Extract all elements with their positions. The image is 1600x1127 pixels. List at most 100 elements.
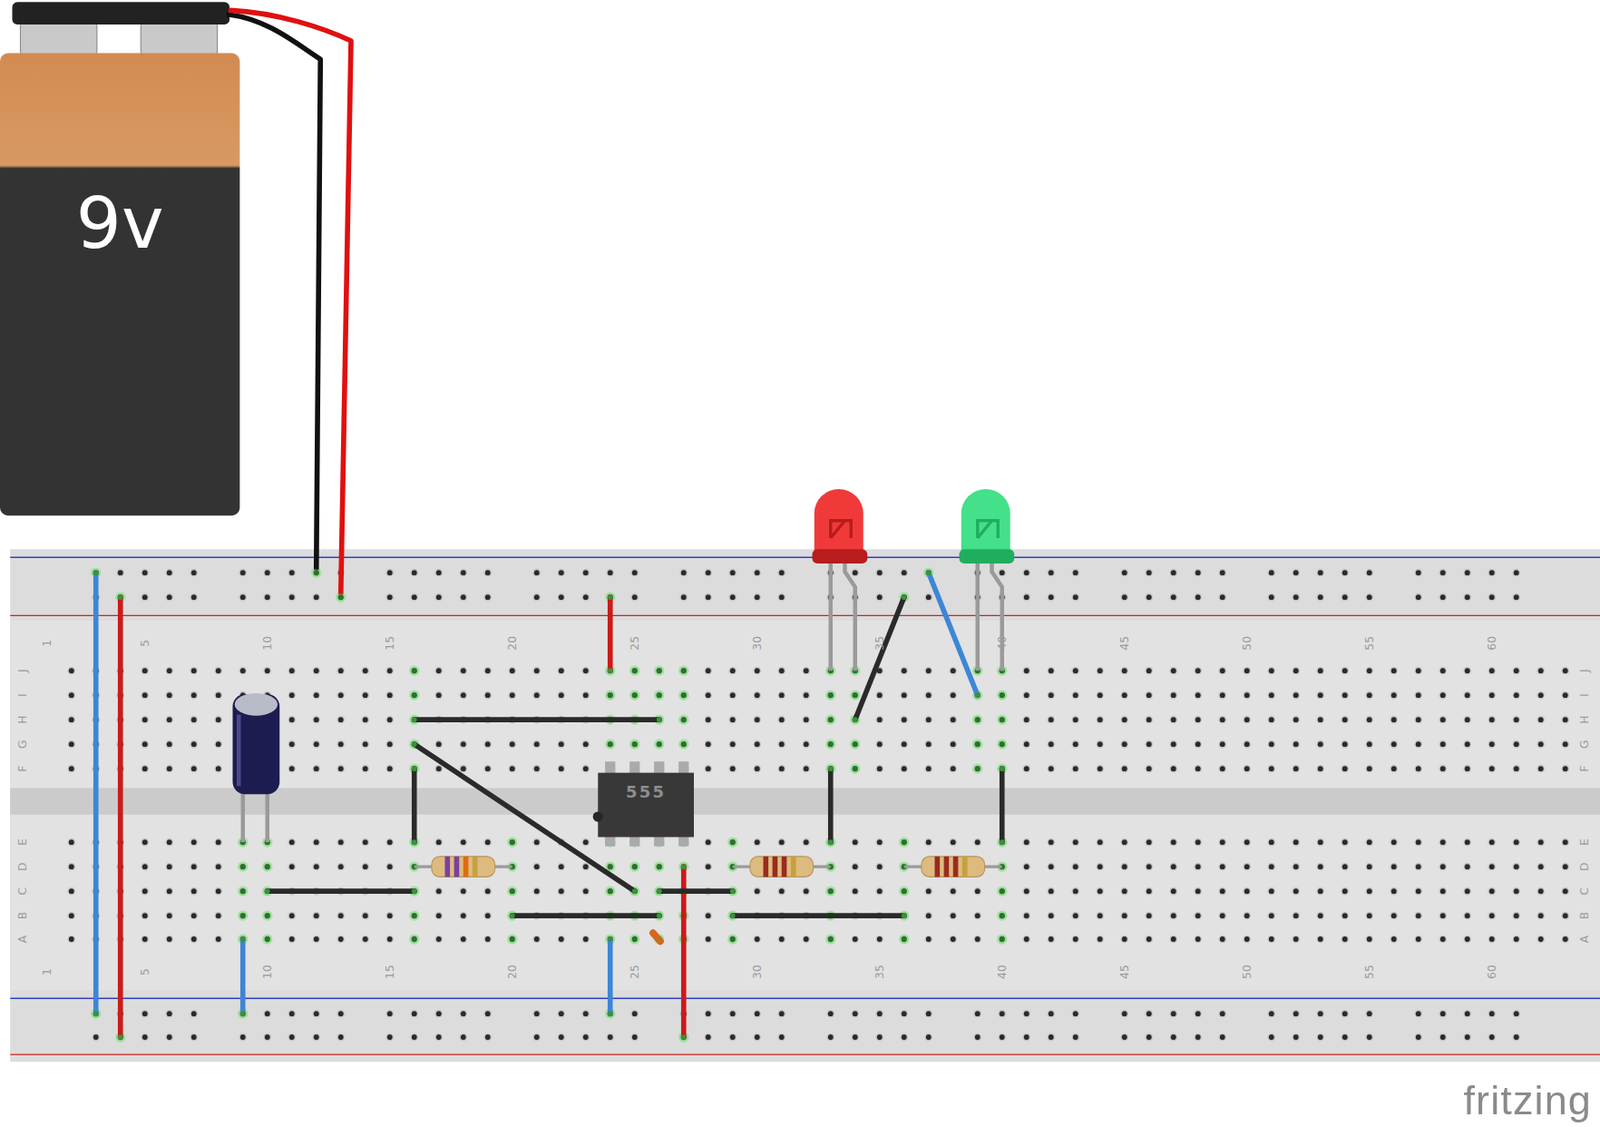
hole — [754, 1034, 761, 1040]
resistor-body — [921, 856, 986, 878]
hole — [485, 692, 491, 698]
hole — [1317, 1034, 1324, 1040]
hole-ring — [238, 666, 247, 675]
hole — [191, 936, 197, 942]
hole — [803, 667, 810, 674]
hole-ring — [1022, 740, 1031, 749]
hole-ring — [165, 593, 174, 602]
column-number: 25 — [629, 635, 641, 651]
hole — [1073, 839, 1079, 845]
hole-ring — [1120, 911, 1129, 920]
hole — [191, 839, 197, 845]
hole — [289, 569, 295, 576]
hole — [264, 569, 271, 576]
hole-ring — [409, 1033, 419, 1042]
hole-ring — [630, 568, 639, 577]
hole-ring — [1389, 935, 1398, 944]
hole-ring — [1414, 838, 1423, 847]
column-number: 45 — [1119, 964, 1131, 979]
hole-ring — [1316, 740, 1325, 749]
jumper-wire — [414, 716, 660, 722]
hole-ring — [899, 1033, 908, 1042]
hole — [1440, 936, 1446, 942]
hole-ring — [287, 911, 296, 920]
hole — [1170, 839, 1177, 845]
hole — [460, 1010, 467, 1016]
hole-ring — [581, 838, 590, 847]
hole — [191, 912, 197, 918]
hole — [1048, 569, 1054, 576]
hole-ring — [1365, 593, 1374, 602]
hole — [1342, 887, 1348, 894]
hole-ring — [1487, 838, 1496, 847]
hole-ring — [1242, 838, 1251, 847]
hole — [1440, 912, 1446, 918]
hole-ring — [1340, 1009, 1349, 1018]
hole-ring — [1291, 593, 1300, 602]
hole-ring — [1291, 740, 1300, 749]
hole — [1562, 936, 1569, 942]
hole-highlight — [849, 739, 860, 750]
hole — [975, 1010, 981, 1016]
hole-ring — [140, 740, 149, 749]
hole-ring — [850, 1033, 859, 1042]
hole — [1562, 887, 1569, 894]
hole — [436, 839, 442, 845]
hole — [460, 839, 467, 845]
hole — [1244, 936, 1250, 942]
hole — [289, 839, 295, 845]
hole — [1342, 569, 1348, 576]
hole — [926, 887, 932, 894]
hole — [1513, 1010, 1520, 1016]
hole-ring — [1022, 838, 1031, 847]
hole-ring — [312, 764, 321, 773]
hole-ring — [1487, 568, 1496, 577]
hole — [1195, 839, 1201, 845]
hole-ring — [850, 935, 859, 944]
hole — [1489, 716, 1495, 722]
hole-ring — [458, 568, 468, 577]
hole — [142, 912, 148, 918]
column-number: 15 — [384, 635, 396, 651]
hole — [460, 936, 467, 942]
hole-ring — [458, 691, 468, 700]
capacitor-shine — [236, 714, 242, 787]
column-number: 40 — [996, 964, 1008, 979]
hole — [1121, 765, 1128, 771]
hole — [166, 936, 173, 942]
hole — [754, 741, 761, 747]
hole — [583, 594, 589, 600]
rail-line-red — [9, 614, 1600, 616]
hole — [387, 569, 393, 576]
hole-ring — [875, 568, 884, 577]
hole-ring — [1340, 740, 1349, 749]
hole-ring — [1365, 715, 1374, 724]
hole — [901, 1010, 908, 1016]
hole — [362, 839, 369, 845]
hole-ring — [777, 887, 786, 896]
hole-ring — [1218, 911, 1227, 920]
hole — [166, 667, 173, 674]
hole-ring — [67, 764, 76, 773]
hole — [1366, 667, 1373, 674]
hole-ring — [140, 568, 149, 577]
hole-ring — [116, 568, 125, 577]
wire-end — [411, 716, 418, 722]
hole — [1024, 887, 1030, 894]
hole-ring — [336, 691, 345, 700]
hole-ring — [752, 1033, 761, 1042]
hole — [338, 594, 344, 600]
column-number: 20 — [507, 964, 518, 979]
hole-ring — [1242, 666, 1251, 675]
hole — [852, 1034, 859, 1040]
hole — [68, 887, 75, 894]
hole-ring — [1144, 911, 1153, 920]
hole — [730, 667, 736, 674]
hole — [950, 887, 957, 894]
hole-ring — [1536, 715, 1545, 724]
jumper-wire — [267, 887, 415, 894]
jumper-wire — [93, 572, 99, 1014]
hole — [166, 569, 173, 576]
hole-ring — [1046, 935, 1055, 944]
hole-ring — [532, 887, 541, 896]
